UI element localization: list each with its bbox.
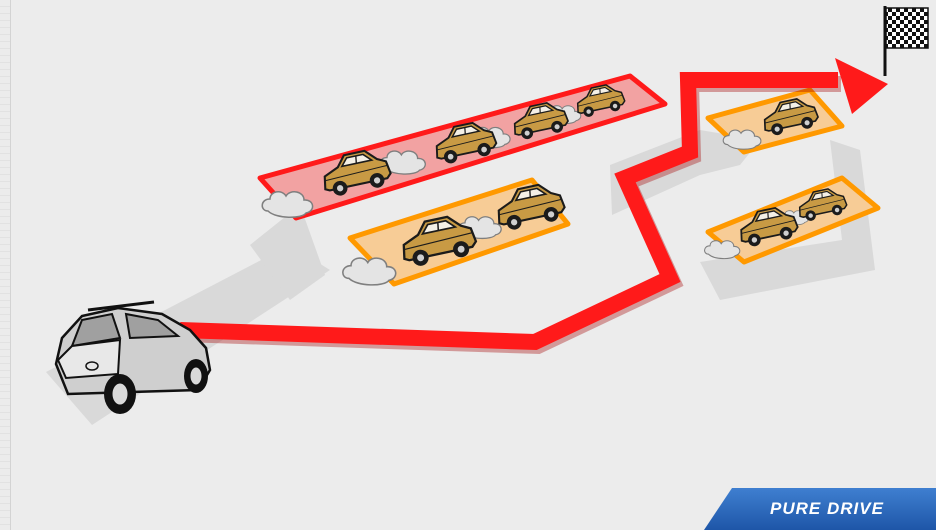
pure-drive-logo: PURE DRIVE	[704, 488, 936, 530]
checkered-flag-icon	[885, 6, 928, 76]
orange-lane	[343, 180, 568, 285]
red-lane	[260, 76, 665, 218]
pure-drive-logo-text: PURE DRIVE	[770, 499, 884, 519]
orange-lane	[708, 90, 842, 152]
